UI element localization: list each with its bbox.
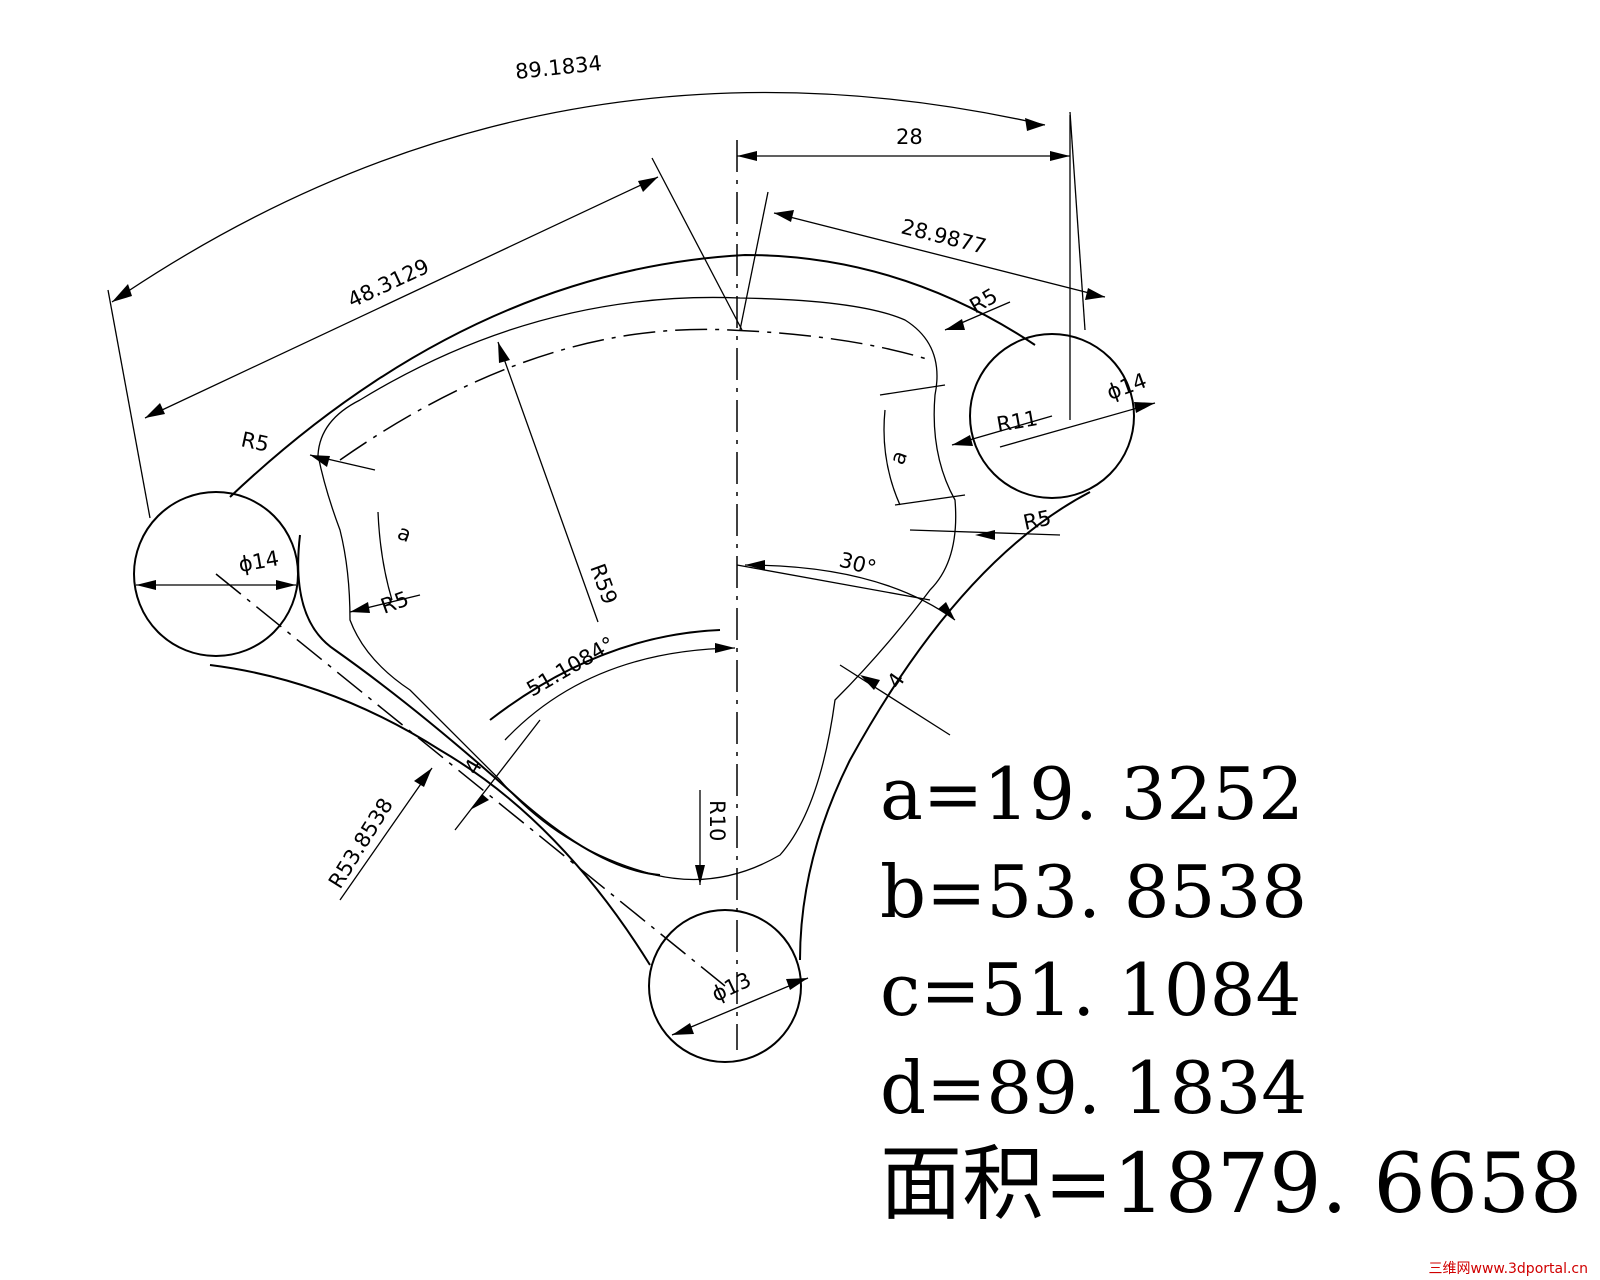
arrow <box>136 580 156 590</box>
arrow <box>1085 288 1105 300</box>
ext-line-left <box>107 289 151 519</box>
ext-line-28-9877 <box>739 191 769 331</box>
arrow <box>638 177 658 192</box>
phi13-line <box>671 977 809 1036</box>
r5-left-label: R5 <box>378 587 412 619</box>
result-a: a=19. 3252 <box>880 752 1304 836</box>
center-line-right <box>736 564 931 601</box>
hole-left <box>133 491 299 657</box>
dim-48-line <box>144 176 659 419</box>
arrow <box>945 319 965 330</box>
arrow <box>498 342 510 363</box>
arrow <box>1050 151 1070 161</box>
phi13-label: ϕ13 <box>708 968 755 1007</box>
angle-a-left-arc <box>377 511 393 601</box>
dim-28-label: 28 <box>896 125 923 149</box>
arrow <box>1134 402 1155 413</box>
result-c: c=51. 1084 <box>880 948 1302 1032</box>
angle-a-left-label: a <box>394 520 414 547</box>
hatched-region <box>317 296 957 881</box>
ext-line <box>879 384 946 396</box>
angle-a-right-arc <box>883 409 901 506</box>
arrow <box>672 1023 694 1035</box>
dim-28-9877-label: 28.9877 <box>899 215 989 259</box>
result-b: b=53. 8538 <box>880 850 1308 934</box>
arrow <box>1025 118 1045 131</box>
arrow <box>938 602 955 620</box>
watermark: 三维网www.3dportal.cn <box>1428 1261 1589 1277</box>
ext-line-right <box>1069 111 1086 331</box>
arrow <box>145 403 165 418</box>
r59-arc <box>339 328 931 461</box>
arrow <box>745 560 765 570</box>
angle-51-arc <box>504 647 736 741</box>
angle-51-label: 51.1084° <box>523 632 619 701</box>
arrow <box>975 530 995 540</box>
left-web <box>297 534 661 876</box>
hole-bottom <box>648 909 802 1063</box>
angle-a-right-label: a <box>885 447 912 467</box>
outer-profile <box>229 253 1036 498</box>
dim-28-9877-line <box>773 212 1106 298</box>
phi14-left-label: ϕ14 <box>237 546 281 577</box>
r59-leader <box>497 341 599 623</box>
r53-label: R53.8538 <box>324 794 398 893</box>
r53-leader <box>339 767 433 901</box>
angle-30-arc <box>744 564 956 621</box>
dim-89-label: 89.1834 <box>514 51 603 84</box>
inner-arc <box>489 629 721 721</box>
gap4-right-label: 4 <box>882 668 909 693</box>
arrow <box>276 580 296 590</box>
r5-left-top-label: R5 <box>239 427 271 456</box>
r5-right-label: R5 <box>1021 506 1053 535</box>
phi14-right-label: ϕ14 <box>1104 368 1150 404</box>
outer-profile-right <box>799 491 1091 961</box>
ext-line-48 <box>651 157 743 331</box>
r10-label: R10 <box>705 800 729 841</box>
gap4-right-line <box>839 664 951 736</box>
result-d: d=89. 1834 <box>880 1046 1308 1130</box>
arrow <box>112 284 132 302</box>
arrow <box>310 455 330 467</box>
phi14-right-line <box>999 402 1156 448</box>
arrow <box>350 602 370 613</box>
arrow <box>414 768 432 787</box>
arrow <box>860 675 880 690</box>
results-list: a=19. 3252 b=53. 8538 c=51. 1084 d=89. 1… <box>880 745 1582 1235</box>
outer-profile-bottom <box>209 664 651 966</box>
arrow <box>737 151 757 161</box>
arrow <box>786 978 808 990</box>
arrow <box>774 210 794 222</box>
result-area: 面积=1879. 6658 <box>880 1137 1583 1232</box>
arrow <box>715 643 735 653</box>
r11-label: R11 <box>995 406 1040 437</box>
ext-line <box>894 494 966 506</box>
hole-right <box>969 333 1135 499</box>
arrow <box>470 794 489 810</box>
center-line-left <box>215 573 726 987</box>
r5-top-right-label: R5 <box>966 284 1002 319</box>
dim-arc-89 <box>111 91 1046 303</box>
gap4-left-line <box>454 719 541 831</box>
arrow <box>695 865 705 885</box>
arrow <box>952 435 973 446</box>
angle-30-label: 30° <box>837 548 879 581</box>
